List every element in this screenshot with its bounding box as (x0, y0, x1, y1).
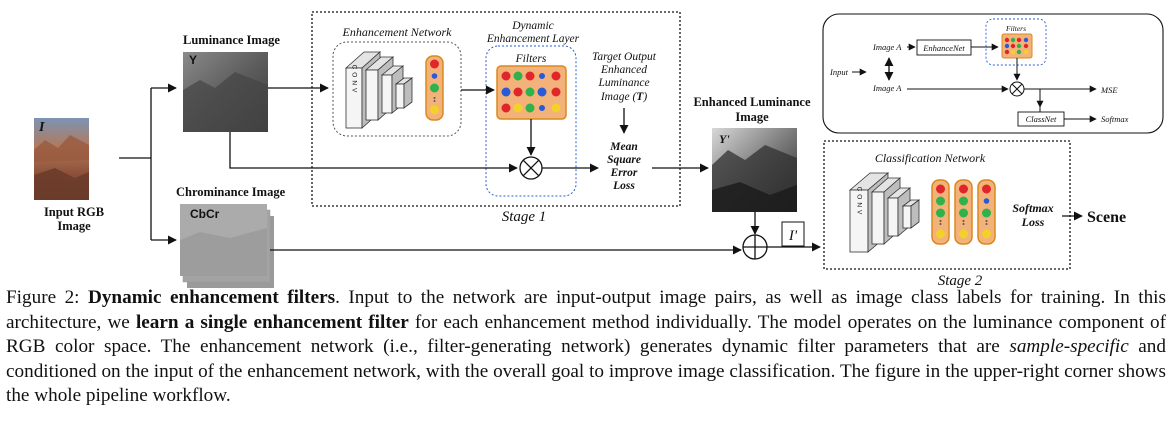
enhancement-conv-text: CONV (351, 65, 358, 96)
caption-italic-phrase: sample-specific (1009, 336, 1129, 358)
enhancement-fc-column (425, 55, 444, 121)
input-symbol: I (38, 120, 45, 135)
architecture-diagram: I Input RGB Image Luminance Image Y Chro… (34, 11, 1164, 289)
loss-line1: Mean (609, 141, 637, 153)
input-rgb-image: I (34, 118, 89, 200)
loss-line3: Error (610, 167, 638, 179)
pipeline-enhancenet: EnhanceNet (922, 43, 965, 53)
target-line1: Target Output (592, 51, 657, 63)
dynamic-layer-box (485, 45, 577, 197)
enhancement-conv-stack: CONV (344, 51, 414, 129)
stage1-label: Stage 1 (502, 209, 547, 225)
chrominance-symbol: CbCr (190, 207, 220, 221)
scene-label: Scene (1087, 209, 1126, 226)
enhancement-network-title: Enhancement Network (342, 25, 453, 39)
enhanced-luminance-symbol: Y' (719, 132, 730, 146)
dynamic-layer-title-line2: Enhancement Layer (486, 33, 580, 45)
recombined-symbol-box (781, 221, 805, 247)
input-label-line1: Input RGB (44, 205, 104, 219)
input-split-connector (119, 83, 177, 245)
luminance-to-multiply-arrow (229, 132, 518, 173)
multiply-node (519, 156, 543, 180)
enhancement-network-box (332, 41, 462, 137)
caption-sentence2: for each enhancement method individually… (6, 311, 1166, 358)
luminance-image: Y (183, 52, 268, 132)
stage2-box (823, 140, 1071, 270)
target-line4: Image (T) (600, 91, 647, 103)
pipeline-filters: Filters (1005, 24, 1026, 33)
pipeline-classnet: ClassNet (1026, 114, 1057, 124)
chrominance-title: Chrominance Image (176, 185, 286, 199)
pipeline-softmax: Softmax (1101, 114, 1129, 124)
pipeline-inset: Input Image A Image A EnhanceNet Filters… (822, 13, 1164, 134)
figure-caption: Figure 2: Dynamic enhancement filters. I… (6, 286, 1166, 409)
pipeline-input: Input (829, 67, 849, 77)
target-line3: Luminance (597, 77, 649, 89)
pipeline-image-a-bottom: Image A (872, 83, 902, 93)
loss-line2: Square (607, 154, 641, 166)
input-label-line2: Image (57, 219, 91, 233)
luminance-symbol: Y (189, 53, 197, 67)
softmax-loss-line1: Softmax (1012, 201, 1053, 215)
stage2-label: Stage 2 (938, 273, 983, 289)
dynamic-layer-title-line1: Dynamic (511, 20, 554, 32)
pipeline-mse: MSE (1100, 85, 1118, 95)
target-line2: Enhanced (600, 64, 647, 76)
caption-title: Dynamic enhancement filters (87, 287, 336, 308)
pipeline-image-a-top: Image A (872, 42, 902, 52)
filters-label: Filters (515, 53, 547, 65)
caption-sentence1: . Input to the network are input-output … (6, 287, 1166, 333)
add-node (742, 234, 768, 260)
enhanced-luminance-image: Y' (712, 128, 797, 212)
recombined-symbol: I' (788, 228, 798, 244)
caption-bold-phrase: learn a single enhancement filter (135, 311, 409, 333)
enhanced-luminance-line1: Enhanced Luminance (693, 95, 810, 109)
stage1-box (311, 11, 681, 207)
classification-conv-stack: CONV (848, 172, 921, 253)
loss-line4: Loss (612, 180, 635, 192)
classification-network-title: Classification Network (875, 151, 986, 165)
filters-grid (496, 65, 567, 120)
classification-conv-text: CONV (856, 187, 863, 218)
softmax-loss-line2: Loss (1021, 215, 1045, 229)
caption-rest: and conditioned on the input of the enha… (6, 336, 1166, 407)
enhanced-luminance-line2: Image (735, 110, 769, 124)
luminance-title: Luminance Image (183, 33, 280, 47)
caption-figure-number: Figure 2: (6, 287, 80, 308)
classification-fc-columns (931, 179, 996, 245)
chrominance-image: CbCr (180, 204, 274, 288)
